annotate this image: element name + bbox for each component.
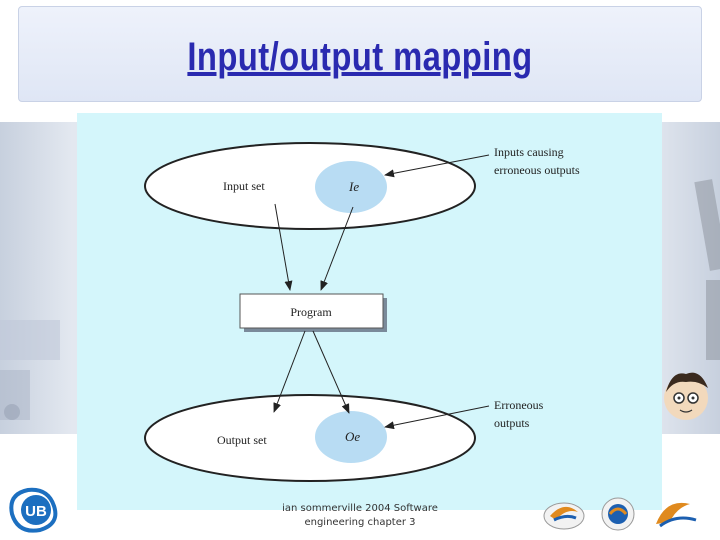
annotation-inputs-line1: Inputs causing — [494, 145, 564, 159]
arrow-annotation-outputs — [384, 405, 490, 430]
footer-line-2: engineering chapter 3 — [304, 517, 416, 528]
arrow-program-to-output-1 — [273, 330, 306, 413]
arrow-program-to-output-2 — [312, 330, 350, 414]
title-bar: Input/output mapping — [18, 6, 702, 102]
output-error-subset — [315, 411, 387, 463]
partner-logo-2 — [601, 497, 635, 531]
annotation-outputs-line1: Erroneous — [494, 398, 544, 412]
arrow-input-to-program-2 — [320, 206, 354, 291]
arrow-annotation-inputs — [384, 154, 490, 178]
ub-logo: UB — [9, 487, 58, 533]
annotation-outputs-line2: outputs — [494, 416, 530, 430]
partner-logo-1 — [543, 502, 585, 530]
program-label: Program — [290, 305, 332, 319]
footer-line-1: ian sommerville 2004 Software — [282, 503, 438, 514]
output-subset-label: Oe — [345, 429, 360, 444]
svg-text:UB: UB — [25, 503, 47, 520]
io-mapping-diagram: Input set Ie Program Output set Oe Input… — [77, 113, 662, 510]
arrow-input-to-program-1 — [274, 203, 293, 291]
diagram-svg: Input set Ie Program Output set Oe Input… — [144, 142, 580, 482]
slide-footer: ian sommerville 2004 Software engineerin… — [270, 502, 450, 530]
output-set-label: Output set — [217, 433, 267, 447]
right-decoration — [664, 179, 720, 420]
input-subset-label: Ie — [348, 179, 359, 194]
left-decoration — [0, 320, 60, 420]
partner-logos — [543, 497, 697, 531]
program-box — [239, 293, 384, 329]
output-set-ellipse — [144, 394, 476, 482]
partner-logo-3 — [656, 502, 697, 528]
input-set-ellipse — [144, 142, 476, 230]
input-set-label: Input set — [223, 179, 265, 193]
slide-title: Input/output mapping — [187, 35, 533, 79]
annotation-inputs-line2: erroneous outputs — [494, 163, 580, 177]
input-error-subset — [315, 161, 387, 213]
